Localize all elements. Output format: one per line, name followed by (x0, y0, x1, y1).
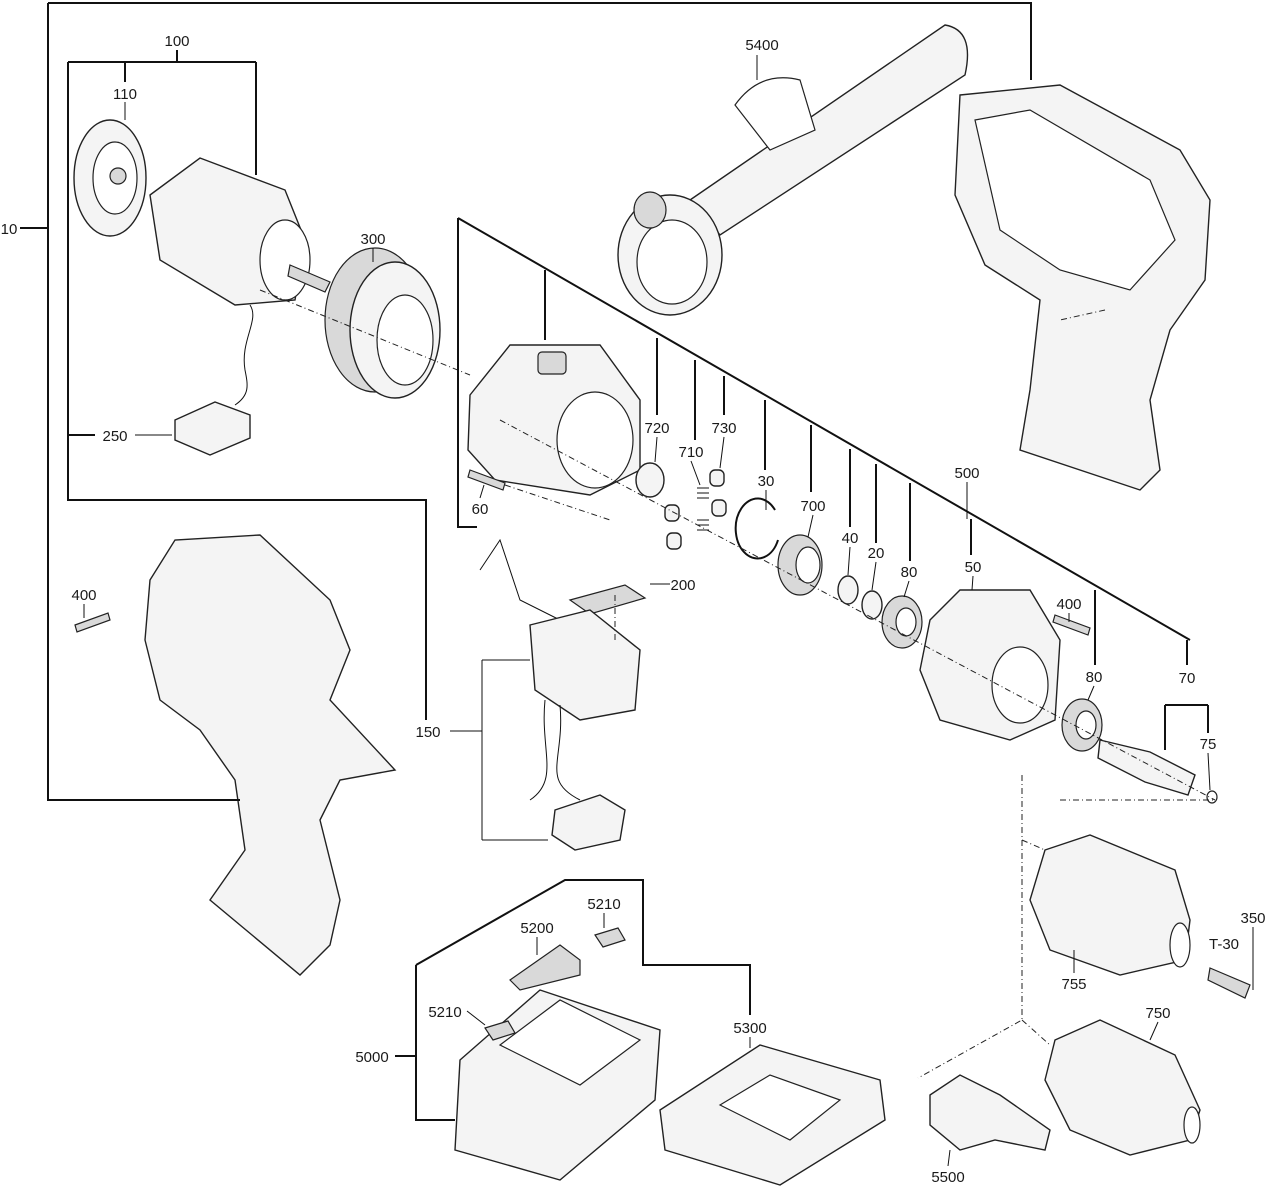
part-755-chuck (1029, 834, 1191, 976)
callout-80: 80 (1086, 669, 1103, 686)
callout-t30: T-30 (1209, 936, 1239, 953)
callout-300: 300 (360, 231, 385, 248)
part-400-screw-b (74, 612, 111, 633)
callout-5400: 5400 (745, 37, 778, 54)
part-5300-insert (659, 1044, 886, 1186)
callout-20: 20 (868, 545, 885, 562)
callout-500: 500 (954, 465, 979, 482)
part-5000-case (454, 989, 661, 1181)
callout-200: 200 (670, 577, 695, 594)
part-350-screw (1207, 967, 1251, 999)
callout-labels: 10 100 110 250 300 5400 720 710 730 30 7… (0, 33, 1266, 1186)
part-750-chuck (1044, 1019, 1201, 1156)
axis-lines (259, 289, 1216, 1079)
callout-750: 750 (1145, 1005, 1170, 1022)
part-300-ring (324, 247, 441, 399)
callout-250: 250 (102, 428, 127, 445)
part-80-bearing-a (881, 595, 923, 649)
callout-150: 150 (415, 724, 440, 741)
part-720-washer (635, 462, 665, 498)
callout-710: 710 (678, 444, 703, 461)
callout-700: 700 (800, 498, 825, 515)
callout-75: 75 (1200, 736, 1217, 753)
callout-110: 110 (113, 86, 137, 103)
part-60-screw (467, 469, 506, 491)
part-100-motor (149, 157, 331, 406)
part-710-730-pins-springs (664, 469, 727, 550)
part-250-connector (174, 401, 251, 456)
callout-60: 60 (472, 501, 489, 518)
part-30-circlip (734, 497, 779, 560)
part-700-nut (777, 534, 823, 596)
callout-5000: 5000 (355, 1049, 388, 1066)
callout-40: 40 (842, 530, 859, 547)
part-400-screw-a (1052, 614, 1091, 636)
callout-30: 30 (758, 473, 775, 490)
part-5400-side-handle (617, 24, 969, 316)
callout-350: 350 (1240, 910, 1265, 927)
part-5210-latches (484, 927, 626, 1041)
callout-720: 720 (644, 420, 669, 437)
callout-80: 80 (901, 564, 918, 581)
part-gearbox (467, 344, 641, 496)
callout-400: 400 (71, 587, 96, 604)
callout-5210: 5210 (428, 1004, 461, 1021)
callout-100: 100 (164, 33, 189, 50)
part-5200-handle (509, 944, 581, 991)
part-80-bearing-b (1061, 698, 1103, 752)
callout-5200: 5200 (520, 920, 553, 937)
part-150-switch-harness (479, 538, 641, 851)
callout-400: 400 (1056, 596, 1081, 613)
callout-10: 10 (1, 221, 18, 238)
callout-755: 755 (1061, 976, 1086, 993)
callout-5300: 5300 (733, 1020, 766, 1037)
part-housing-right (954, 84, 1211, 491)
callout-70: 70 (1179, 670, 1196, 687)
callout-50: 50 (965, 559, 982, 576)
callout-5500: 5500 (931, 1169, 964, 1186)
part-40-20-rings (837, 575, 883, 620)
callout-730: 730 (711, 420, 736, 437)
part-housing-left (144, 534, 397, 976)
part-5500-adapter (929, 1074, 1051, 1151)
part-200-switch-button (568, 584, 647, 615)
part-110-fan (73, 119, 147, 237)
part-50-gear-housing (919, 589, 1061, 741)
callout-5210: 5210 (587, 896, 620, 913)
leader-lines (20, 2, 1254, 1167)
